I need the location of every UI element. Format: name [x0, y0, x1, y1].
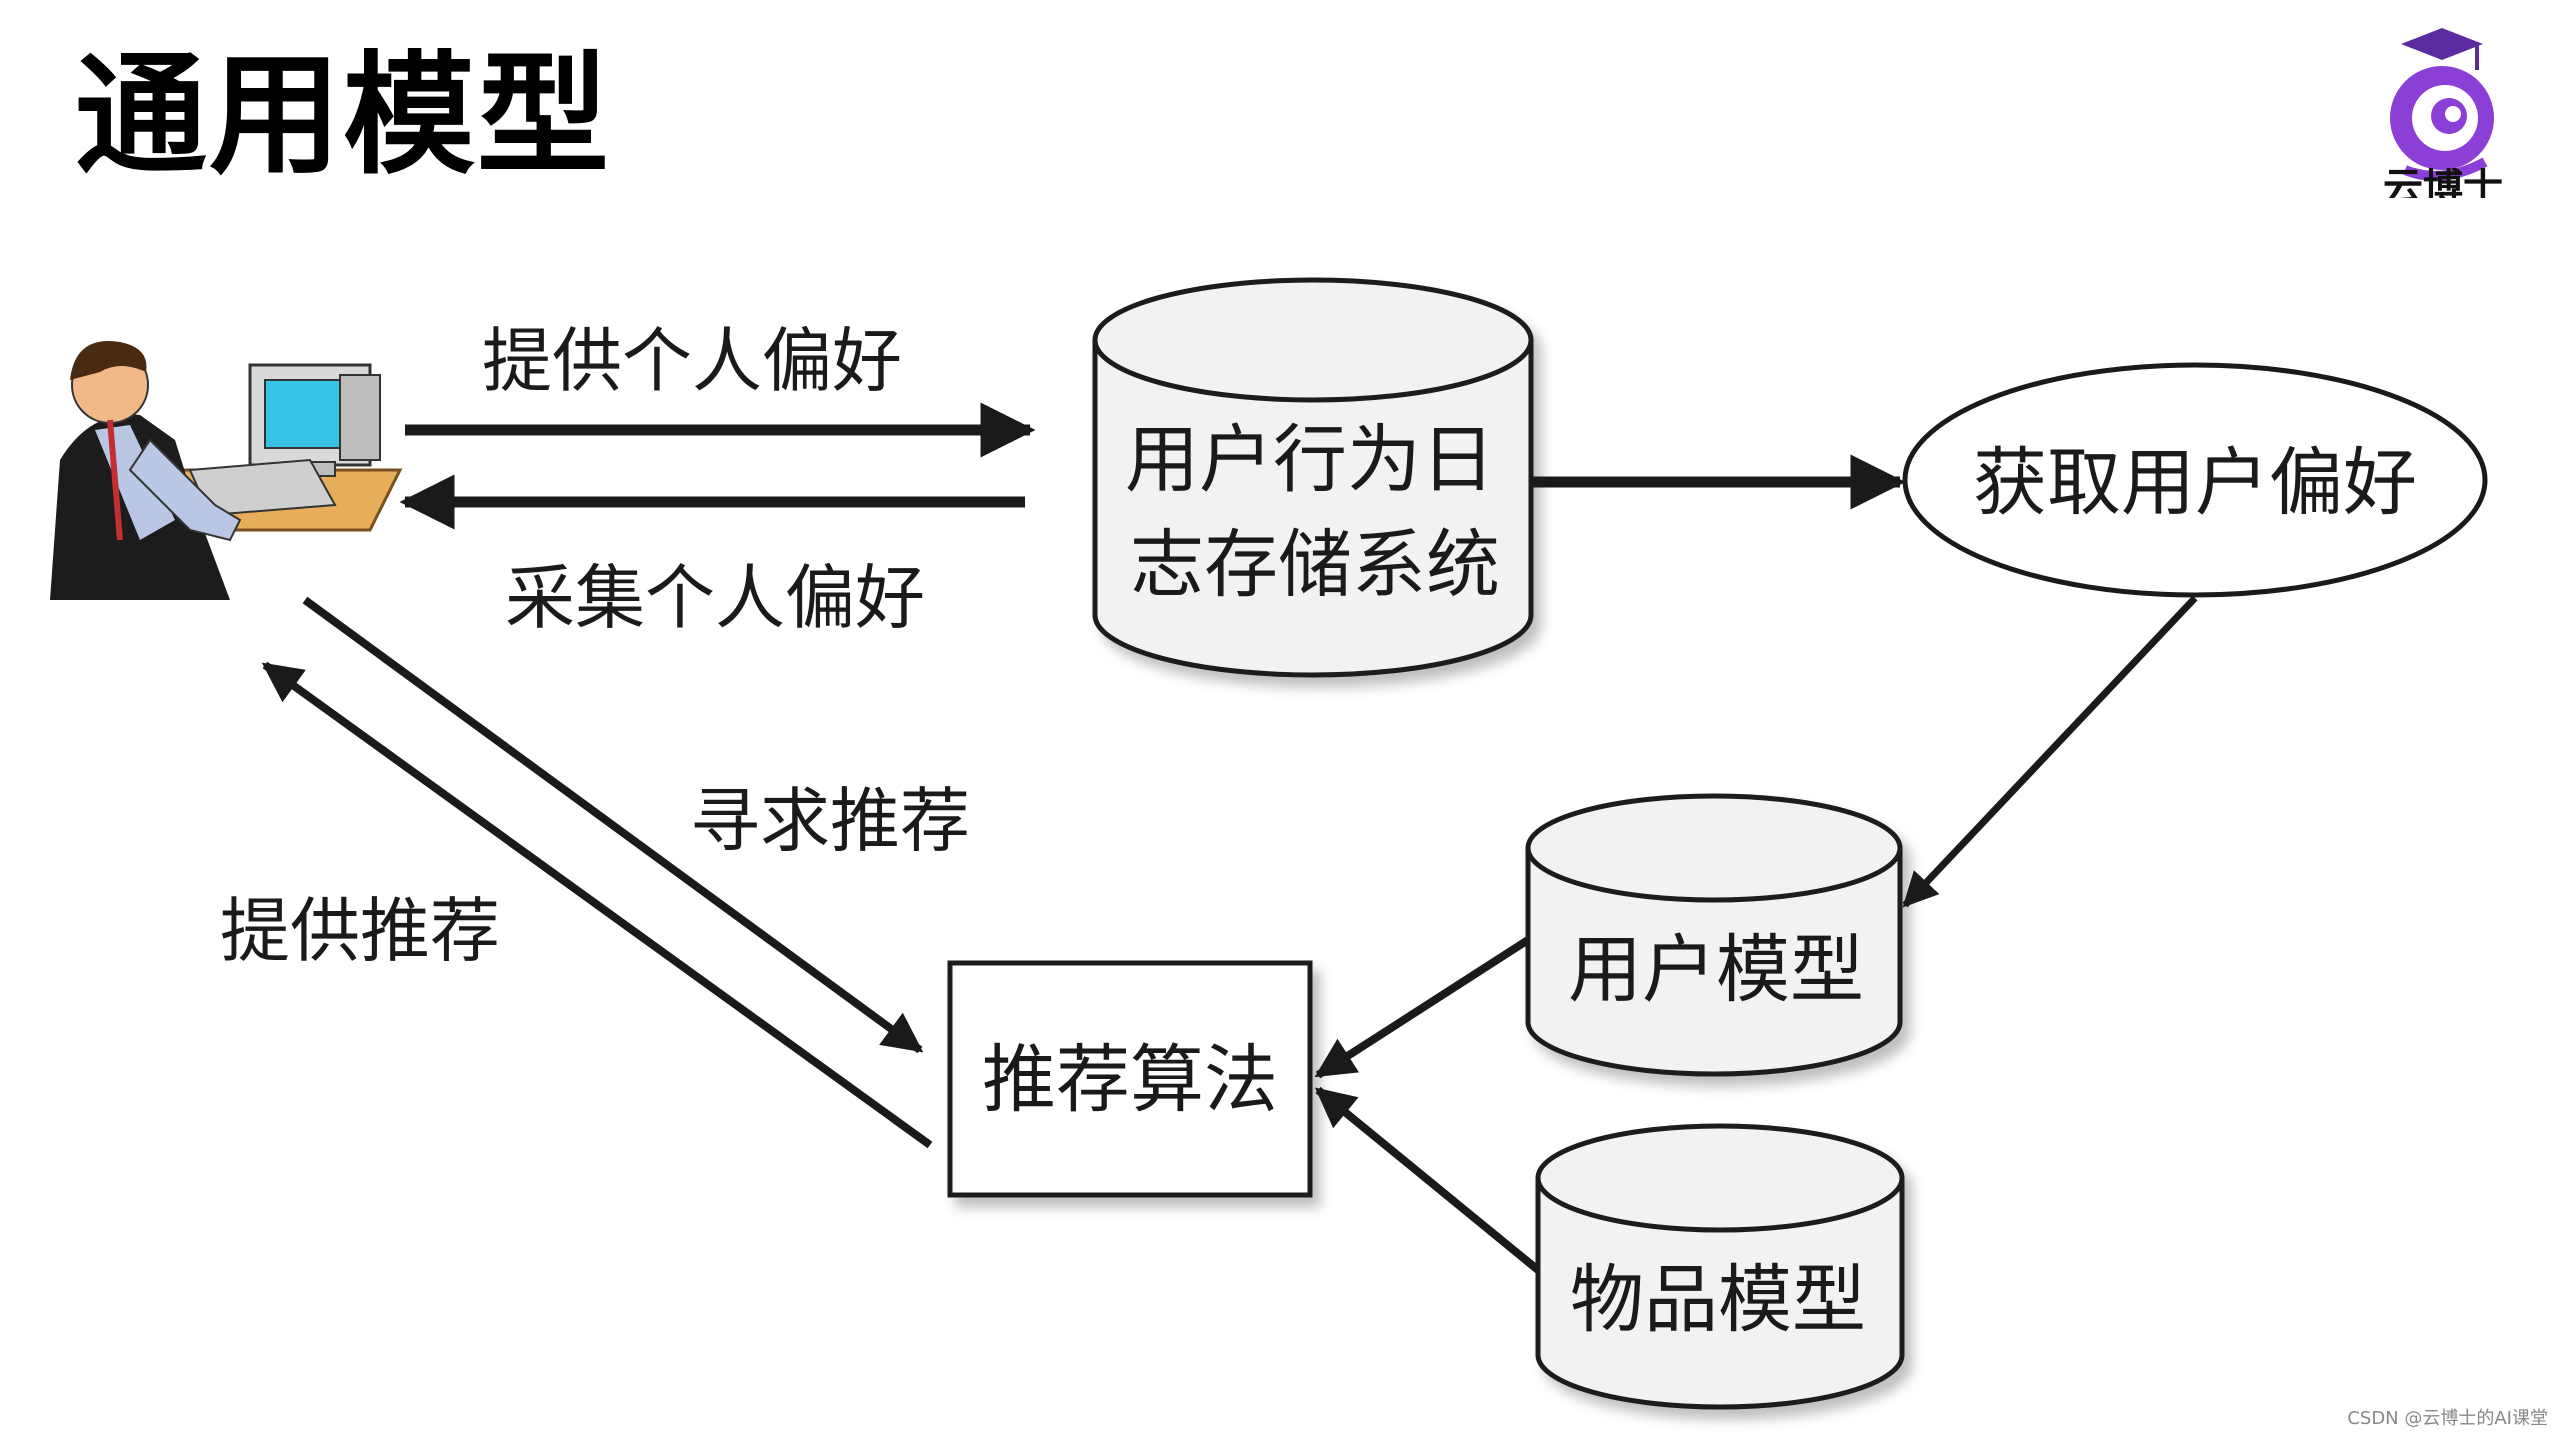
label-provide-preference: 提供个人偏好	[482, 320, 902, 402]
item-model-label: 物品模型	[1570, 1257, 1866, 1343]
label-seek-recommendation: 寻求推荐	[690, 780, 970, 862]
label-provide-recommendation: 提供推荐	[220, 890, 500, 972]
arrow-item-model-to-algorithm	[1314, 1086, 1541, 1274]
logo-text: 云博士	[2383, 168, 2503, 198]
page-title: 通用模型	[75, 39, 611, 193]
label-collect-preference: 采集个人偏好	[505, 557, 925, 639]
logo-icon	[2390, 28, 2494, 181]
arrow-user-model-to-algorithm	[1314, 936, 1531, 1079]
log-storage-cylinder	[1092, 277, 1534, 678]
algorithm-box	[947, 960, 1313, 1198]
user-at-computer-icon	[50, 341, 403, 600]
watermark: CSDN @云博士的AI课堂	[2347, 1408, 2548, 1429]
item-model-cylinder	[1535, 1123, 1905, 1410]
arrow-provide-recommendation	[261, 661, 933, 1149]
arrow-preference-to-user-model	[1902, 595, 2198, 908]
algorithm-label: 推荐算法	[982, 1037, 1278, 1123]
get-preference-label: 获取用户偏好	[1973, 440, 2417, 526]
log-storage-label-line1: 用户行为日	[1125, 417, 1495, 503]
user-model-label: 用户模型	[1568, 927, 1864, 1013]
log-storage-label-line2: 志存储系统	[1130, 522, 1500, 608]
user-model-cylinder	[1525, 793, 1903, 1077]
arrow-seek-recommendation	[302, 596, 924, 1054]
